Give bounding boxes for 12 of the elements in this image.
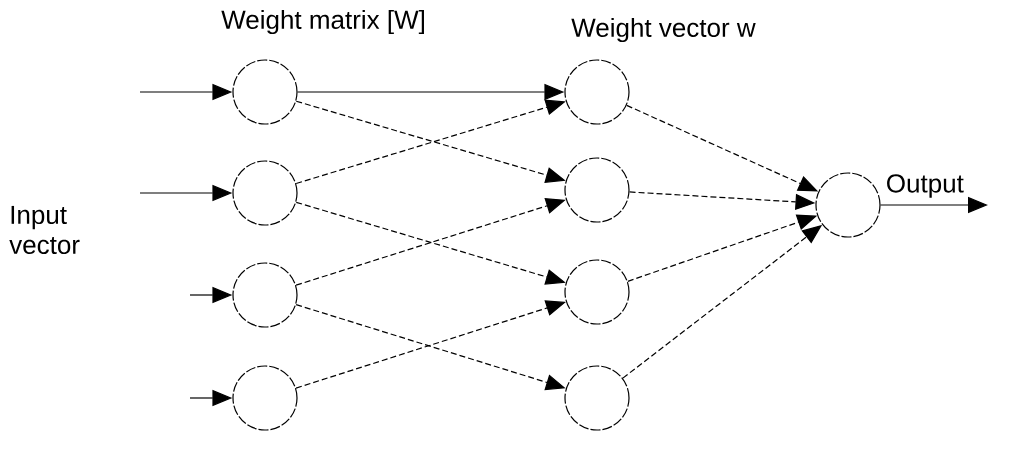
neuron-circle — [232, 365, 298, 431]
neuron-circle — [564, 365, 630, 431]
neuron-circle — [564, 259, 630, 325]
heading-text: Weight matrix [W] — [221, 9, 424, 35]
neuron-circle — [232, 262, 298, 328]
neuron-circle — [815, 172, 881, 238]
neuron-circle — [232, 160, 298, 226]
neuron-circle — [564, 59, 630, 125]
caption-text: Output — [887, 174, 964, 198]
neuron-circle — [564, 157, 630, 223]
neuron-circle — [232, 59, 298, 125]
heading-text: Input vector — [9, 205, 80, 255]
